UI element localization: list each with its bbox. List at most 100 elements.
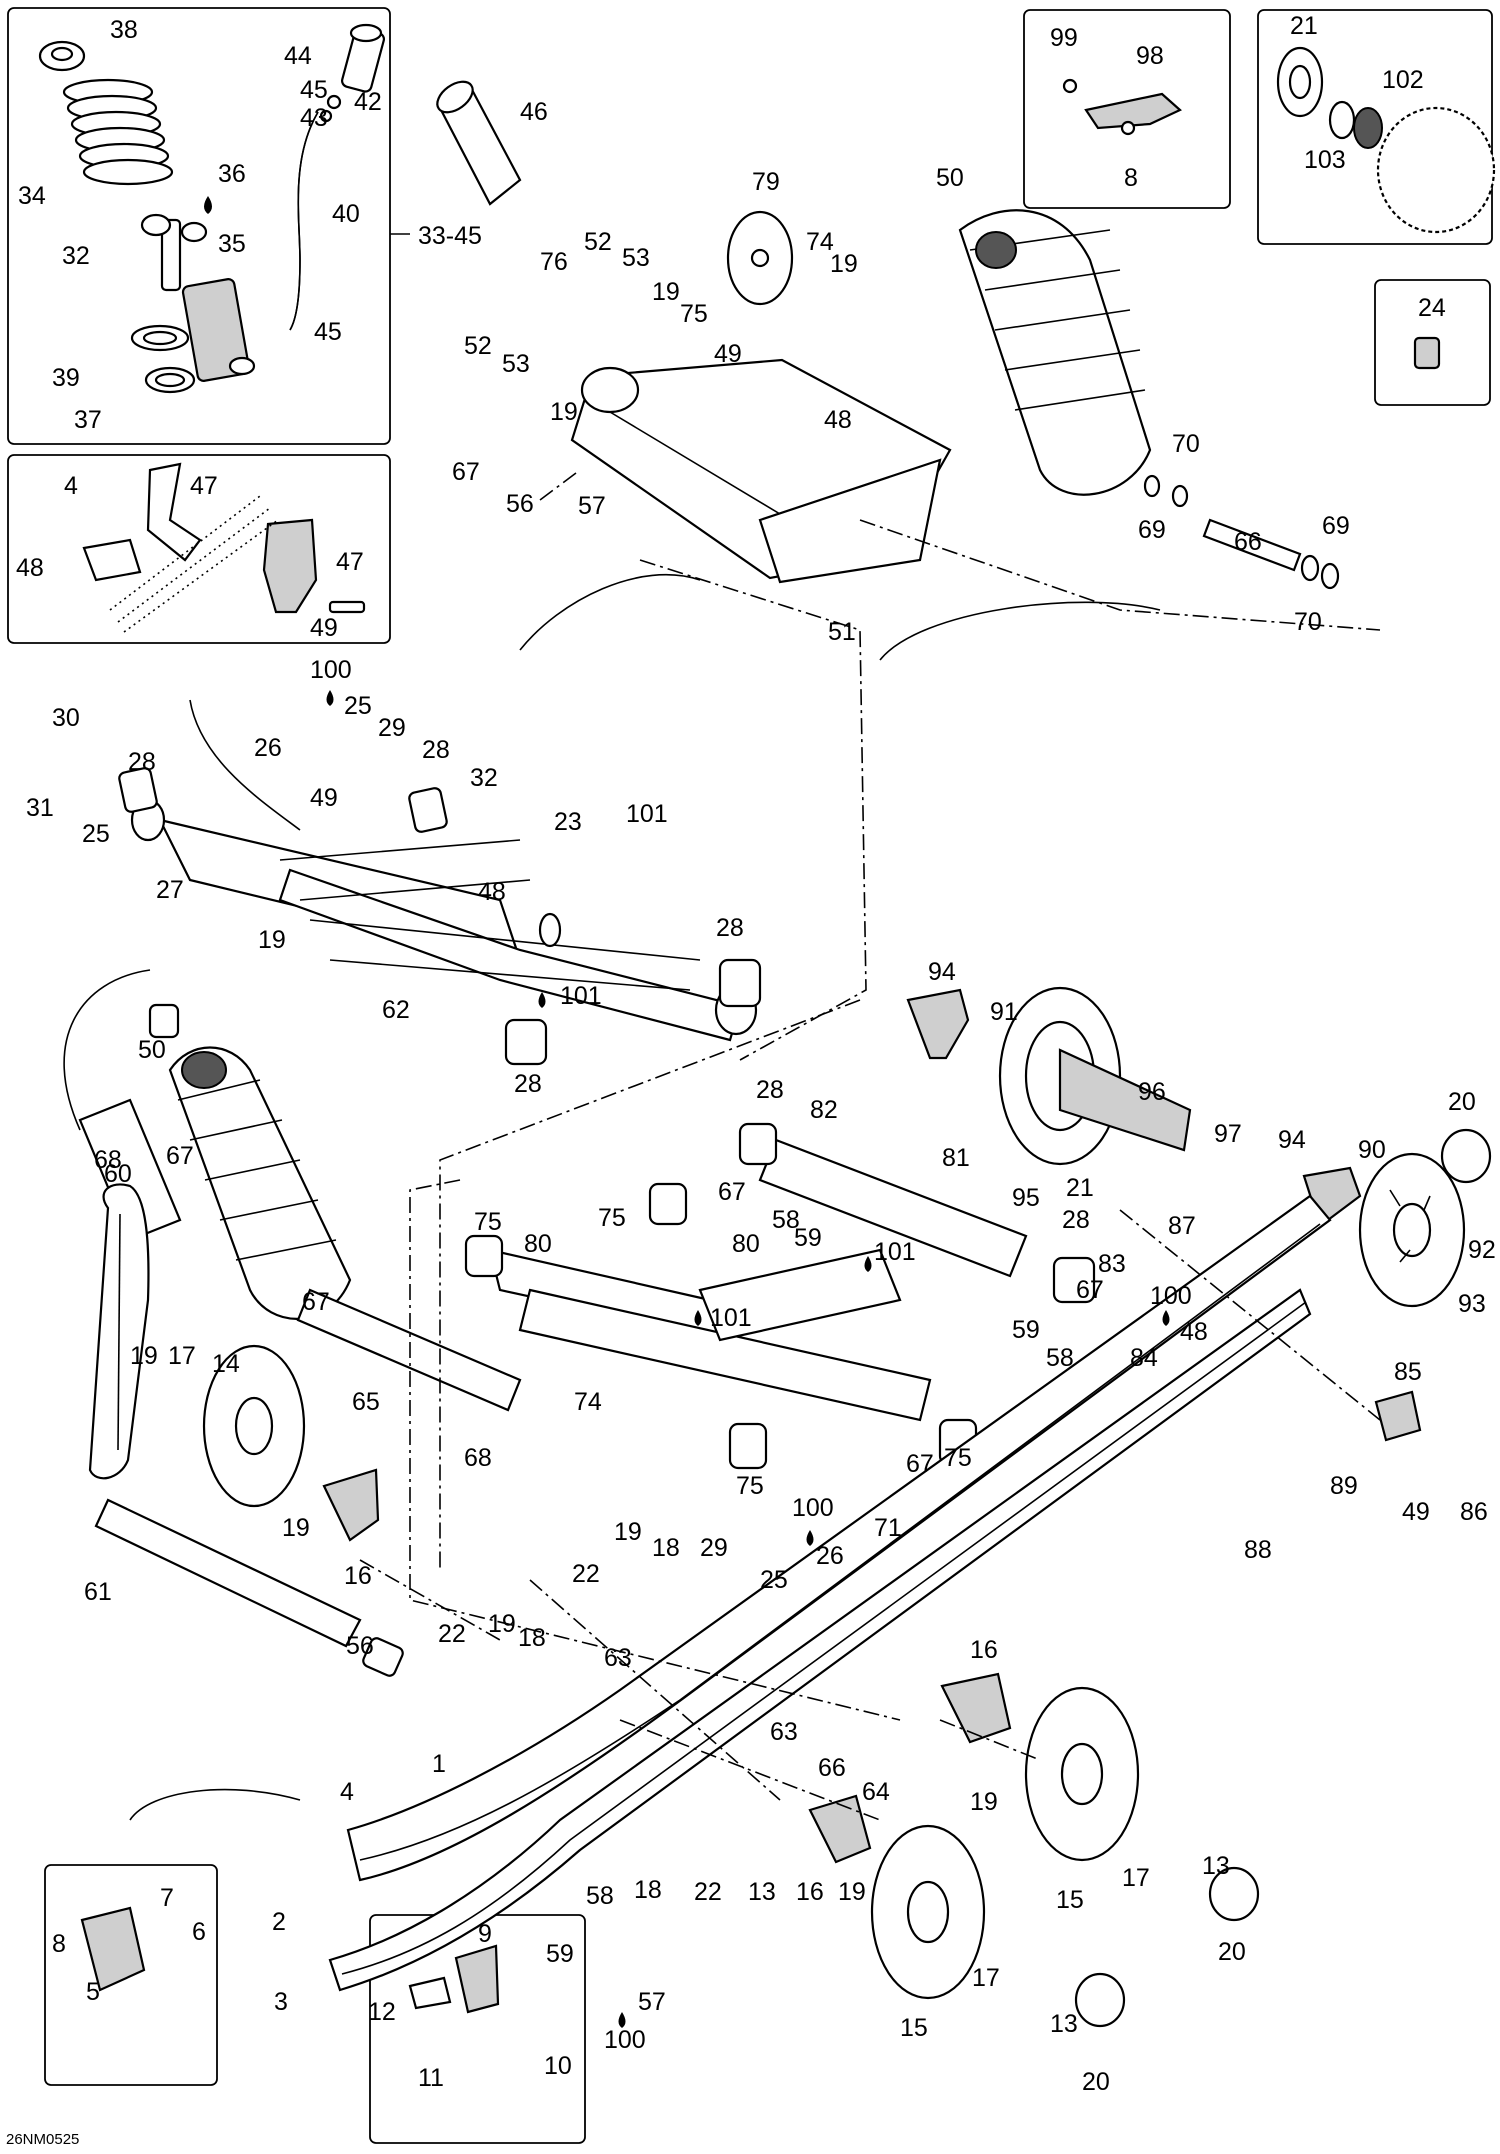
callout-41: 40 bbox=[332, 200, 360, 228]
callout-66: 66 bbox=[818, 1754, 846, 1782]
callout-63-upper: 63 bbox=[604, 1644, 632, 1672]
callout-32: 32 bbox=[470, 764, 498, 792]
callout-75-mid: 75 bbox=[598, 1204, 626, 1232]
callout-25-left: 25 bbox=[82, 820, 110, 848]
callout-11: 11 bbox=[418, 2064, 444, 2092]
callout-98: 98 bbox=[1136, 42, 1164, 70]
callout-84: 84 bbox=[1130, 1344, 1158, 1372]
callout-68-left: 68 bbox=[94, 1146, 122, 1174]
callout-100-bottom: 100 bbox=[604, 2026, 646, 2054]
callout-34: 32 bbox=[62, 242, 90, 270]
callout-54-top: 52 bbox=[584, 228, 612, 256]
callout-labels: 38 44 45 42 43 46 36 34 40 32 35 33-45 4… bbox=[16, 12, 1496, 2096]
callout-21: 21 bbox=[1066, 1174, 1094, 1202]
callout-81: 81 bbox=[942, 1144, 970, 1172]
bushing-36 bbox=[180, 221, 208, 243]
callout-52-lower: 50 bbox=[138, 1036, 166, 1064]
callout-90: 90 bbox=[1358, 1136, 1386, 1164]
callout-35: 34 bbox=[18, 182, 46, 210]
callout-4-inset: 4 bbox=[64, 472, 78, 500]
callout-25-top: 25 bbox=[344, 692, 372, 720]
callout-73-top: 70 bbox=[1172, 430, 1200, 458]
callout-18-lower: 18 bbox=[518, 1624, 546, 1652]
callout-19-lower: 19 bbox=[488, 1610, 516, 1638]
callout-22-lower: 22 bbox=[438, 1620, 466, 1648]
callout-23: 23 bbox=[554, 808, 582, 836]
callout-26-lower: 26 bbox=[816, 1542, 844, 1570]
callout-53: 51 bbox=[828, 618, 856, 646]
callout-19-right: 19 bbox=[970, 1788, 998, 1816]
callout-8-inset: 8 bbox=[1124, 164, 1138, 192]
crossmember-53 bbox=[570, 358, 952, 584]
callout-67-top: 67 bbox=[166, 1142, 194, 1170]
callout-74: 74 bbox=[574, 1388, 602, 1416]
leader-curves bbox=[63, 574, 1161, 1821]
callout-61: 61 bbox=[84, 1578, 112, 1606]
callout-13-right: 13 bbox=[1202, 1852, 1230, 1880]
callout-101-arm: 101 bbox=[560, 982, 602, 1010]
idler-wheel-95 bbox=[998, 986, 1192, 1166]
wheel-15-right bbox=[1024, 1686, 1140, 1862]
wheel-14 bbox=[202, 1344, 306, 1508]
callout-80-left: 80 bbox=[524, 1230, 552, 1258]
callout-93: 93 bbox=[1458, 1290, 1486, 1318]
callout-28-armright: 28 bbox=[716, 914, 744, 942]
wheel-90 bbox=[1358, 1152, 1466, 1308]
shaft-69 bbox=[1143, 474, 1340, 590]
callout-16-left: 16 bbox=[344, 1562, 372, 1590]
callout-59-rear: 59 bbox=[794, 1224, 822, 1252]
callout-91: 91 bbox=[990, 998, 1018, 1026]
callout-40: 39 bbox=[52, 364, 80, 392]
callout-59-bottom: 59 bbox=[546, 1940, 574, 1968]
callout-52-top: 50 bbox=[936, 164, 964, 192]
callout-50-right: 48 bbox=[1180, 1318, 1208, 1346]
tube-65 bbox=[296, 1288, 522, 1412]
callout-18-center: 18 bbox=[652, 1534, 680, 1562]
callout-60: 60 bbox=[104, 1160, 132, 1188]
callout-13-bottom: 13 bbox=[1050, 2010, 1078, 2038]
callout-88: 88 bbox=[1244, 1536, 1272, 1564]
callout-58-right: 58 bbox=[1046, 1344, 1074, 1372]
callout-89: 89 bbox=[1330, 1472, 1358, 1500]
sleeve-46 bbox=[436, 80, 522, 206]
callout-56: 56 bbox=[346, 1632, 374, 1660]
callout-49: 49 bbox=[310, 614, 338, 642]
callout-28-rear: 28 bbox=[756, 1076, 784, 1104]
callout-17-left: 17 bbox=[168, 1342, 196, 1370]
callout-94-top: 94 bbox=[928, 958, 956, 986]
callout-50-top: 48 bbox=[824, 406, 852, 434]
callout-19-bottom: 19 bbox=[838, 1878, 866, 1906]
dashed-line-lower bbox=[359, 1209, 1381, 1821]
callout-78: 76 bbox=[540, 248, 568, 276]
bracket-16-left bbox=[322, 1468, 380, 1542]
shock-absorber-body bbox=[140, 213, 256, 382]
washers-39-40 bbox=[130, 324, 196, 394]
inset-box-bracket-98 bbox=[1023, 9, 1231, 209]
callout-12: 12 bbox=[368, 1998, 396, 2026]
callout-75-bottom: 75 bbox=[736, 1472, 764, 1500]
callout-1: 1 bbox=[432, 1750, 446, 1778]
callout-70-top: 67 bbox=[452, 458, 480, 486]
bracket-94-upper bbox=[906, 988, 970, 1060]
dashed-line-middle bbox=[409, 999, 901, 1721]
rear-arm-74 bbox=[464, 1182, 978, 1470]
shaft-81 bbox=[738, 1122, 1096, 1304]
callout-21-inset: 21 bbox=[1290, 12, 1318, 40]
callout-71: 71 bbox=[874, 1514, 902, 1542]
callout-58-top: 56 bbox=[506, 490, 534, 518]
callout-14: 14 bbox=[212, 1350, 240, 1378]
callout-43: 43 bbox=[300, 104, 328, 132]
callout-50-arm: 48 bbox=[478, 878, 506, 906]
callout-36: 35 bbox=[218, 230, 246, 258]
callout-30: 30 bbox=[52, 704, 80, 732]
callout-67-lower: 67 bbox=[302, 1288, 330, 1316]
callout-17-bottom: 17 bbox=[972, 1964, 1000, 1992]
callout-103: 103 bbox=[1304, 146, 1346, 174]
callout-33-45: 33-45 bbox=[418, 222, 482, 250]
callout-100-top: 100 bbox=[310, 656, 352, 684]
callout-80-mid: 80 bbox=[732, 1230, 760, 1258]
bracket-98 bbox=[1062, 78, 1182, 136]
spring-seat-38 bbox=[38, 40, 86, 72]
callout-45-bottom: 45 bbox=[314, 318, 342, 346]
inset-box-bearing bbox=[1257, 9, 1493, 245]
